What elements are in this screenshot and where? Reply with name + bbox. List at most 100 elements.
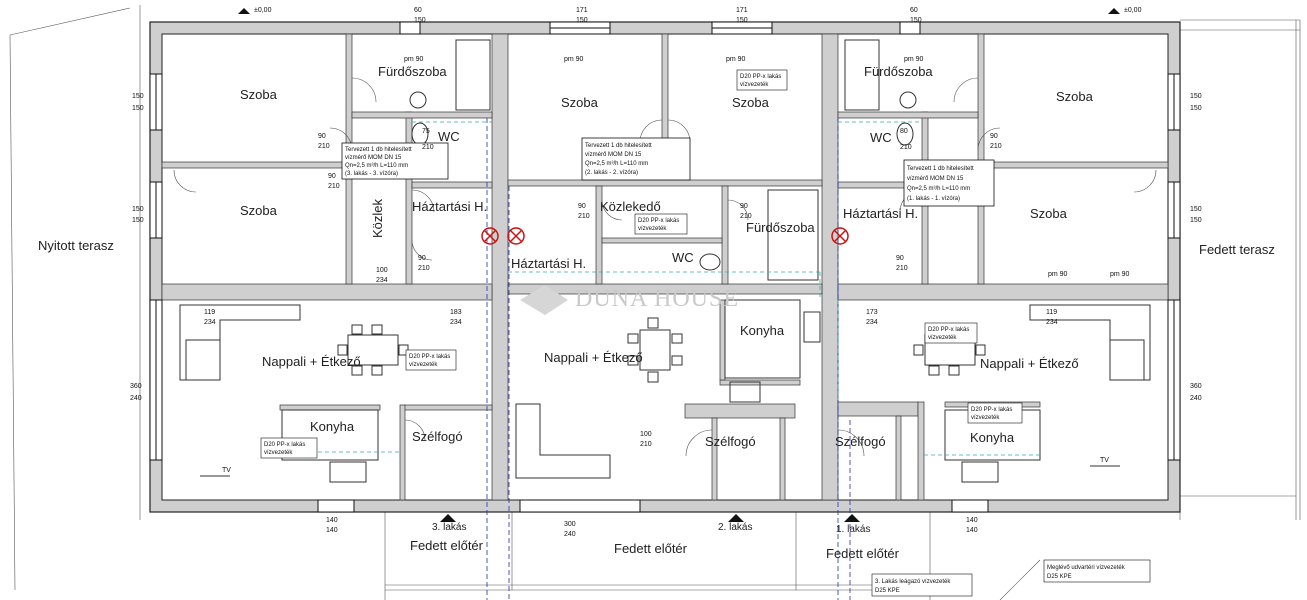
svg-text:Tervezett 1 db hitelesített: Tervezett 1 db hitelesített	[345, 147, 412, 153]
svg-text:234: 234	[376, 277, 388, 284]
existing-pipe-note: Meglévő udvartéri vízvezeték D25 KPE	[1043, 559, 1151, 583]
svg-text:183: 183	[450, 309, 462, 316]
svg-text:pm 90: pm 90	[404, 56, 424, 63]
room-furdo-r: Fürdőszoba	[864, 64, 933, 79]
room-haztartasi-c: Háztartási H.	[511, 256, 586, 271]
room-nyitott-terasz: Nyitott terasz	[38, 238, 114, 253]
svg-text:100: 100	[640, 431, 652, 438]
room-nappali-c: Nappali + Étkező	[544, 350, 643, 365]
svg-text:150: 150	[132, 93, 144, 100]
svg-text:240: 240	[564, 531, 576, 538]
room-fedett-eloter-1: Fedett előtér	[410, 538, 484, 553]
svg-text:TV: TV	[1100, 457, 1109, 464]
dimension-labels: 150 150 150 150 150 150 150 150 360 240 …	[130, 7, 1202, 538]
svg-text:D25 KPE: D25 KPE	[875, 588, 900, 594]
svg-text:150: 150	[132, 217, 144, 224]
svg-text:150: 150	[910, 17, 922, 24]
level-marks: ±0,00 ±0,00	[254, 7, 1142, 14]
windows	[149, 21, 1181, 513]
room-szoba-ml: Szoba	[240, 203, 278, 218]
entrance-lakas2: 2. lakás	[718, 522, 752, 533]
svg-text:80: 80	[900, 128, 908, 135]
entrance-arrow-icon	[238, 8, 1120, 522]
room-labels: Szoba Szoba Fürdőszoba WC Közlek Háztart…	[38, 64, 1275, 561]
meter-icon	[481, 227, 849, 245]
pipe-note-2: D20 PP-x lakás vízvezeték	[634, 213, 688, 235]
svg-text:210: 210	[418, 265, 430, 272]
svg-text:vízmérő MOM DN 15: vízmérő MOM DN 15	[907, 176, 964, 182]
svg-text:150: 150	[1190, 105, 1202, 112]
room-szelfogo-l: Szélfogó	[412, 429, 463, 444]
svg-text:Tervezett 1 db hitelesített: Tervezett 1 db hitelesített	[907, 166, 974, 172]
svg-text:140: 140	[966, 517, 978, 524]
svg-text:150: 150	[132, 105, 144, 112]
svg-text:vízmérő MOM DN 15: vízmérő MOM DN 15	[345, 155, 402, 161]
room-fedett-eloter-2: Fedett előtér	[614, 541, 688, 556]
svg-text:pm 90: pm 90	[726, 56, 746, 63]
room-fedett-terasz: Fedett terasz	[1199, 242, 1275, 257]
svg-text:234: 234	[866, 319, 878, 326]
svg-text:60: 60	[414, 7, 422, 14]
meter-note-center: Tervezett 1 db hitelesített vízmérő MOM …	[581, 137, 691, 181]
pipe-note-6: D20 PP-x lakás vízvezeték	[967, 402, 1023, 424]
svg-text:240: 240	[130, 395, 142, 402]
svg-text:360: 360	[1190, 383, 1202, 390]
svg-text:150: 150	[736, 17, 748, 24]
entrance-lakas3: 3. lakás	[432, 522, 466, 533]
meter-note-right: Tervezett 1 db hitelesített vízmérő MOM …	[903, 159, 995, 207]
svg-text:D20 PP-x lakás: D20 PP-x lakás	[264, 442, 305, 448]
svg-text:210: 210	[740, 213, 752, 220]
svg-text:300: 300	[564, 521, 576, 528]
svg-text:171: 171	[736, 7, 748, 14]
room-wc-l: WC	[438, 129, 460, 144]
svg-text:pm 90: pm 90	[564, 56, 584, 63]
room-szoba-c: Szoba	[561, 95, 599, 110]
svg-text:Qn=2,5 m³/h L=110 mm: Qn=2,5 m³/h L=110 mm	[585, 161, 648, 167]
svg-text:D25 KPE: D25 KPE	[1047, 574, 1072, 580]
svg-text:vízvezeték: vízvezeték	[409, 362, 438, 368]
tv-labels: TV TV	[222, 457, 1109, 474]
room-szelfogo-c: Szélfogó	[705, 434, 756, 449]
svg-text:D20 PP-x lakás: D20 PP-x lakás	[409, 354, 450, 360]
level-left: ±0,00	[254, 7, 272, 14]
room-kozlek-l: Közlek	[370, 198, 385, 238]
svg-text:(1. lakás - 1. vízóra): (1. lakás - 1. vízóra)	[907, 196, 960, 202]
svg-text:140: 140	[326, 527, 338, 534]
svg-text:90: 90	[578, 203, 586, 210]
room-szoba-cr: Szoba	[732, 95, 770, 110]
supply-note: 3. Lakás leágazó vízvezeték D25 KPE	[871, 573, 973, 597]
pipe-note-3: D20 PP-x lakás vízvezeték	[405, 349, 457, 371]
pipe-note-5: D20 PP-x lakás vízvezeték	[260, 437, 318, 459]
svg-text:140: 140	[966, 527, 978, 534]
svg-text:150: 150	[414, 17, 426, 24]
svg-text:90: 90	[896, 255, 904, 262]
room-nappali-l: Nappali + Étkező	[262, 354, 361, 369]
svg-text:210: 210	[900, 144, 912, 151]
svg-text:150: 150	[576, 17, 588, 24]
level-right: ±0,00	[1124, 7, 1142, 14]
svg-text:119: 119	[1046, 309, 1057, 316]
room-wc-r: WC	[870, 130, 892, 145]
svg-text:210: 210	[990, 143, 1002, 150]
svg-text:vízvezeték: vízvezeték	[638, 226, 667, 232]
room-kozlekedo-c: Közlekedő	[600, 199, 661, 214]
svg-text:vízvezeték: vízvezeték	[928, 335, 957, 341]
svg-text:360: 360	[130, 383, 142, 390]
svg-text:vízmérő MOM DN 15: vízmérő MOM DN 15	[585, 152, 642, 158]
svg-text:pm 90: pm 90	[1048, 271, 1068, 278]
svg-text:D20 PP-x lakás: D20 PP-x lakás	[928, 327, 969, 333]
svg-text:D20 PP-x lakás: D20 PP-x lakás	[638, 218, 679, 224]
svg-text:150: 150	[1190, 93, 1202, 100]
svg-text:171: 171	[576, 7, 588, 14]
room-furdo-c: Fürdőszoba	[746, 220, 815, 235]
site-lines	[9, 5, 1301, 600]
svg-text:Meglévő udvartéri vízvezeték: Meglévő udvartéri vízvezeték	[1047, 565, 1126, 571]
svg-text:Qn=2,5 m³/h L=110 mm: Qn=2,5 m³/h L=110 mm	[907, 186, 970, 192]
entrance-lakas1: 1. lakás	[836, 524, 870, 535]
room-furdo-l: Fürdőszoba	[378, 64, 447, 79]
room-nappali-r: Nappali + Étkező	[980, 356, 1079, 371]
svg-text:90: 90	[990, 133, 998, 140]
room-szelfogo-r: Szélfogó	[835, 434, 886, 449]
room-konyha-r: Konyha	[970, 430, 1015, 445]
room-szoba-tl: Szoba	[240, 87, 278, 102]
